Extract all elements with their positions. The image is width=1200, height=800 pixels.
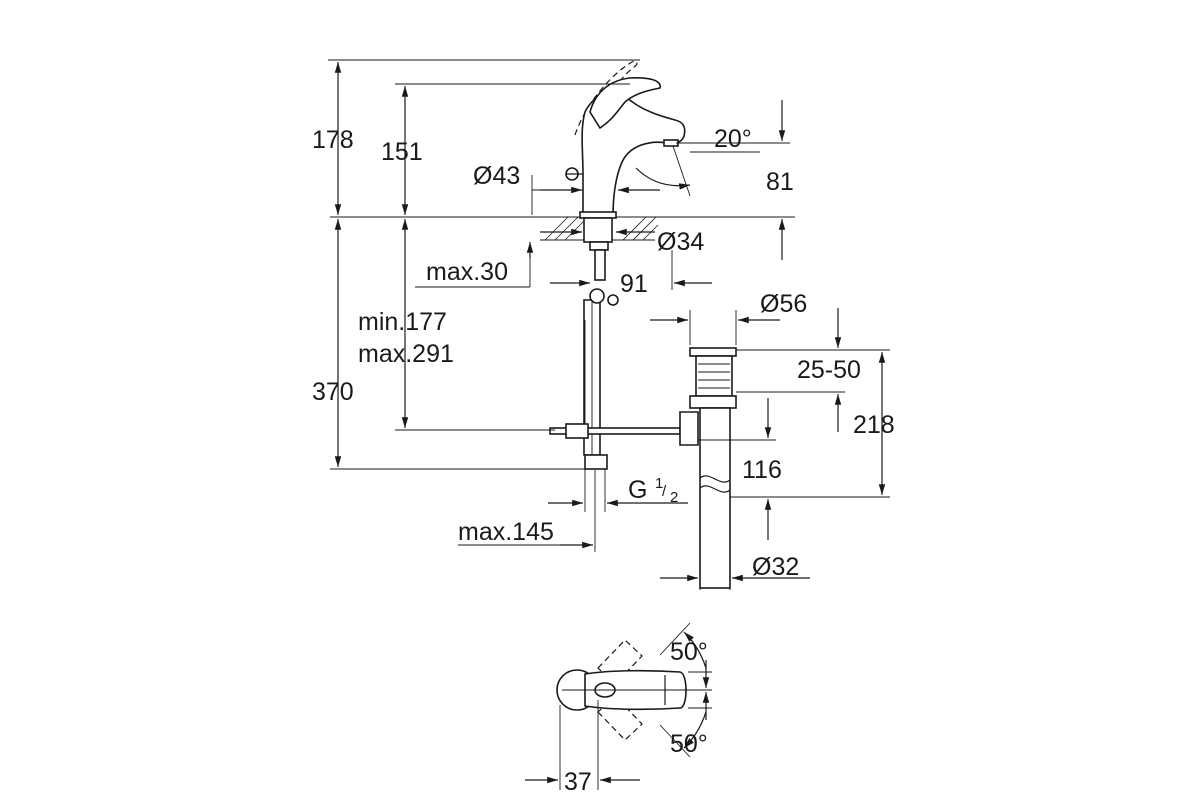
- label-max-hose: max.291: [358, 340, 454, 368]
- waste-body: [695, 355, 733, 397]
- label-spout-to-deck: 81: [766, 168, 794, 196]
- label-max-deck: max.30: [426, 258, 508, 286]
- pop-up-rod-clip: [607, 294, 619, 306]
- fixing-nut: [589, 241, 609, 251]
- label-spout-angle: 20°: [714, 125, 752, 153]
- pop-up-waste: [679, 347, 737, 589]
- label-waste-diameter: Ø56: [760, 290, 807, 318]
- waste-flange: [689, 347, 737, 357]
- hose-nut: [584, 454, 608, 470]
- label-total-height: 178: [312, 126, 354, 154]
- waste-tail: [699, 407, 731, 589]
- label-rotation-bottom: 50°: [670, 730, 708, 758]
- label-min-hose: min.177: [358, 308, 447, 336]
- label-rotation-top: 50°: [670, 638, 708, 666]
- dimension-labels: 178 151 20° 81 Ø43 Ø34 max.30 91 min.177…: [312, 125, 895, 796]
- handle-rotation-right: [597, 695, 643, 741]
- label-tail-diameter: Ø32: [752, 553, 799, 581]
- tap-base: [579, 211, 617, 219]
- label-reach: 91: [620, 270, 648, 298]
- waste-nut: [689, 395, 737, 409]
- svg-text:/: /: [662, 483, 667, 500]
- basin-tap-side-view: [565, 60, 686, 281]
- tap-top-view: [556, 622, 712, 790]
- tap-body: [581, 91, 686, 218]
- waste-pivot: [679, 411, 699, 446]
- hose-connector: [589, 288, 605, 304]
- label-hole-diameter: Ø34: [657, 228, 704, 256]
- label-thread-den: 2: [670, 489, 678, 506]
- threaded-rod: [594, 249, 606, 281]
- label-handle-offset: 37: [564, 768, 592, 796]
- handle-rotation-left: [597, 639, 643, 685]
- label-base-diameter: Ø43: [473, 162, 520, 190]
- label-waste-range: 25-50: [797, 356, 861, 384]
- spout-outlet: [663, 139, 679, 147]
- countertop: [330, 216, 795, 241]
- label-below-deck: 370: [312, 378, 354, 406]
- pop-up-rod: [549, 423, 681, 439]
- label-spout-height: 151: [381, 138, 423, 166]
- label-thread-g: G: [628, 476, 647, 504]
- tap-lever: [589, 77, 661, 130]
- label-thread-num: 1: [655, 475, 663, 492]
- flexible-hose: [583, 288, 619, 470]
- tap-shank: [583, 217, 613, 243]
- label-max-offset: max.145: [458, 518, 554, 546]
- label-waste-height: 218: [853, 411, 895, 439]
- dimension-lines: [328, 59, 890, 784]
- label-thread-size: G 1 / 2: [628, 475, 678, 506]
- label-tail-length: 116: [742, 456, 782, 484]
- tail-break: [699, 475, 731, 483]
